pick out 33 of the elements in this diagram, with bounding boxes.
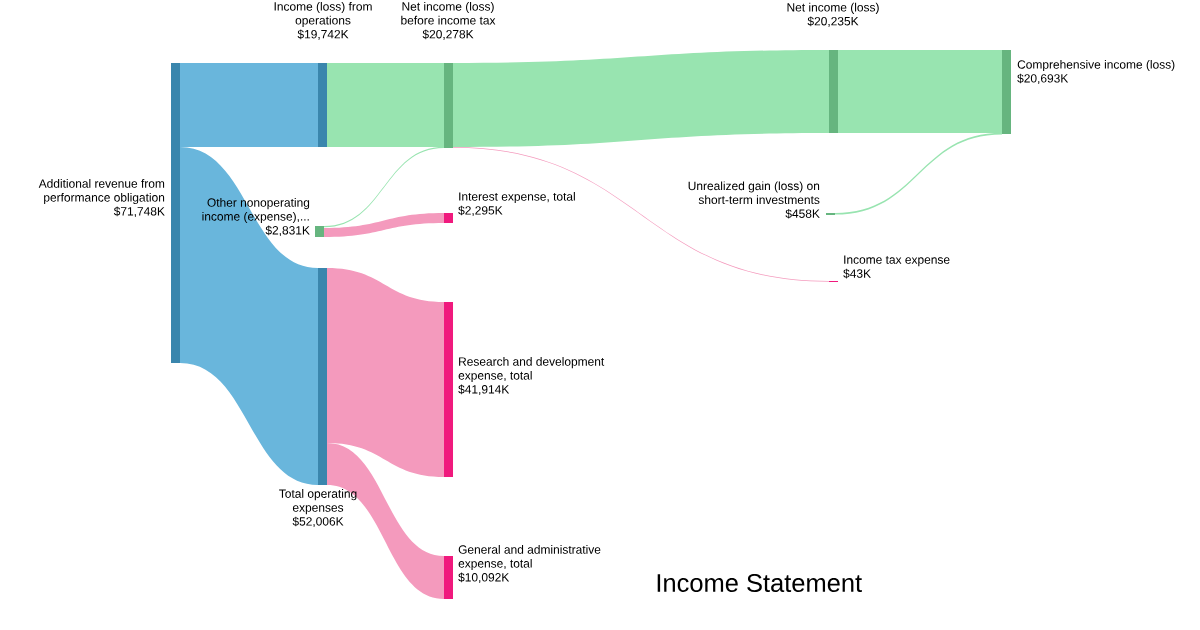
node-label: Income (loss) from operations $19,742K xyxy=(274,1,372,40)
flow-bar xyxy=(829,50,838,133)
flow-bar xyxy=(444,556,453,599)
flow-bar xyxy=(318,63,327,147)
node-label: Net income (loss) $20,235K xyxy=(787,2,879,27)
flow-bar xyxy=(444,302,453,477)
node-label: Income tax expense $43K xyxy=(843,255,950,279)
chart-title: Income Statement xyxy=(657,573,862,592)
flow-band xyxy=(453,50,829,147)
node-label: Comprehensive income (loss) $20,693K xyxy=(1017,59,1175,85)
flow-band xyxy=(327,268,444,477)
flow-band xyxy=(327,63,444,147)
flow-band xyxy=(324,213,444,237)
flow-band xyxy=(838,50,1002,133)
node-label: Additional revenue from performance obligation $71,748K xyxy=(38,179,165,217)
flow-bar xyxy=(315,226,324,237)
flow-band xyxy=(324,146,444,228)
flow-band xyxy=(180,147,318,485)
flow-bar xyxy=(318,268,327,485)
node-label: Total operating expenses $52,006K xyxy=(279,489,357,528)
flow-bar xyxy=(444,213,453,223)
flow-bar xyxy=(444,63,453,148)
node-label: Research and development expense, total $41,914K xyxy=(458,357,605,395)
node-label: Net income (loss) before income tax $20,278K xyxy=(401,1,496,40)
flow-bar xyxy=(171,63,180,363)
flow-band xyxy=(327,443,444,599)
flow-band xyxy=(180,63,318,147)
node-label: General and administrative expense, total $10,092K xyxy=(458,545,601,583)
flow-band xyxy=(453,147,829,282)
flow-bar xyxy=(1002,50,1011,134)
node-label: Interest expense, total $2,295K xyxy=(458,191,575,217)
node-label: Unrealized gain (loss) on short-term investments $458K xyxy=(688,181,820,219)
flow-band xyxy=(835,132,1002,215)
